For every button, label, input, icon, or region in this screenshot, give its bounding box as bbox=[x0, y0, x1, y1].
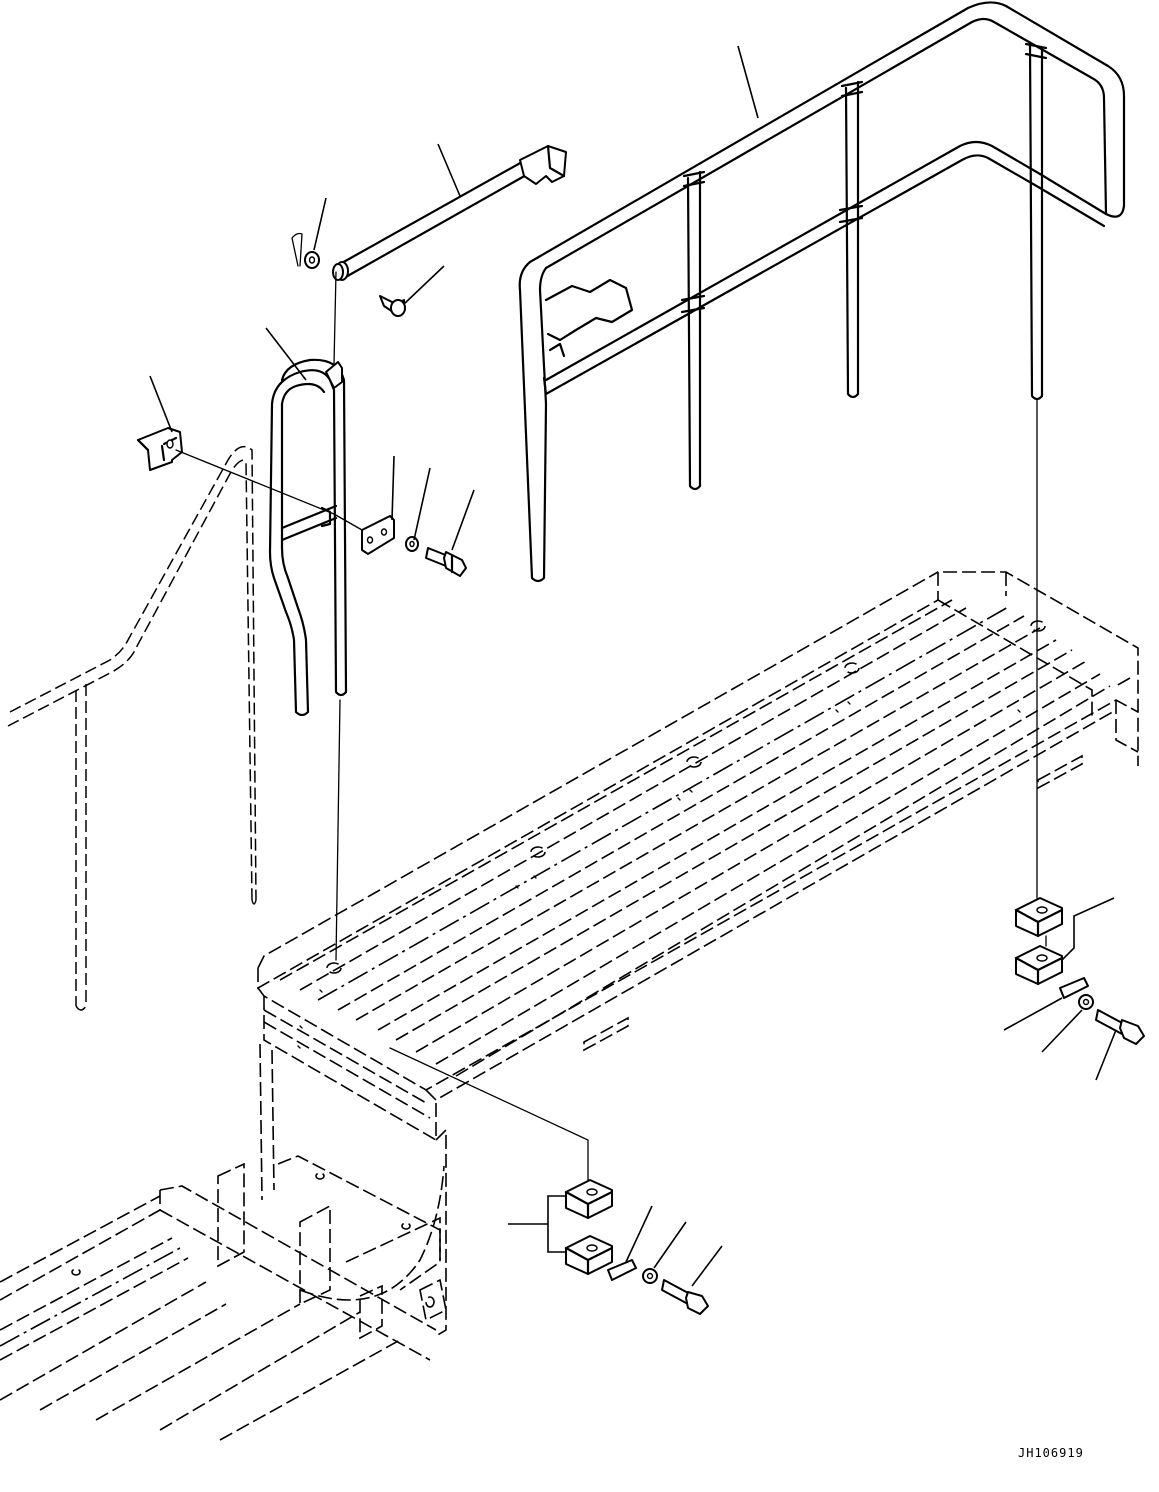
walkway-platform bbox=[257, 571, 1139, 1142]
frame-rail bbox=[0, 1043, 447, 1441]
drawing-code: JH106919 bbox=[1018, 1446, 1084, 1460]
washer-mid bbox=[405, 536, 419, 552]
clip-bracket bbox=[136, 427, 183, 471]
washer-lower bbox=[642, 1268, 658, 1284]
clamp-block-lower-1 bbox=[564, 1179, 614, 1220]
clamp-block-lower-2 bbox=[564, 1235, 614, 1276]
clamp-block-right-1 bbox=[1014, 897, 1064, 938]
plate-bracket bbox=[361, 515, 395, 555]
assembly-lines bbox=[175, 271, 1047, 1181]
bolt-right bbox=[1095, 1009, 1145, 1045]
small-handrail bbox=[268, 358, 348, 717]
ghost-handrail-left bbox=[7, 445, 257, 1011]
plate-lower bbox=[607, 1259, 637, 1281]
washer-top bbox=[304, 251, 320, 269]
bolt-lower bbox=[661, 1279, 709, 1315]
leader-lines bbox=[149, 45, 1117, 1287]
main-handrail bbox=[518, 1, 1126, 583]
hinge-rod bbox=[332, 144, 567, 281]
split-pin bbox=[291, 232, 303, 267]
bolt-mid bbox=[425, 547, 467, 577]
clevis-pin bbox=[379, 295, 406, 317]
plate-right bbox=[1059, 977, 1089, 999]
washer-right bbox=[1078, 994, 1094, 1010]
clamp-block-right-2 bbox=[1014, 945, 1064, 986]
